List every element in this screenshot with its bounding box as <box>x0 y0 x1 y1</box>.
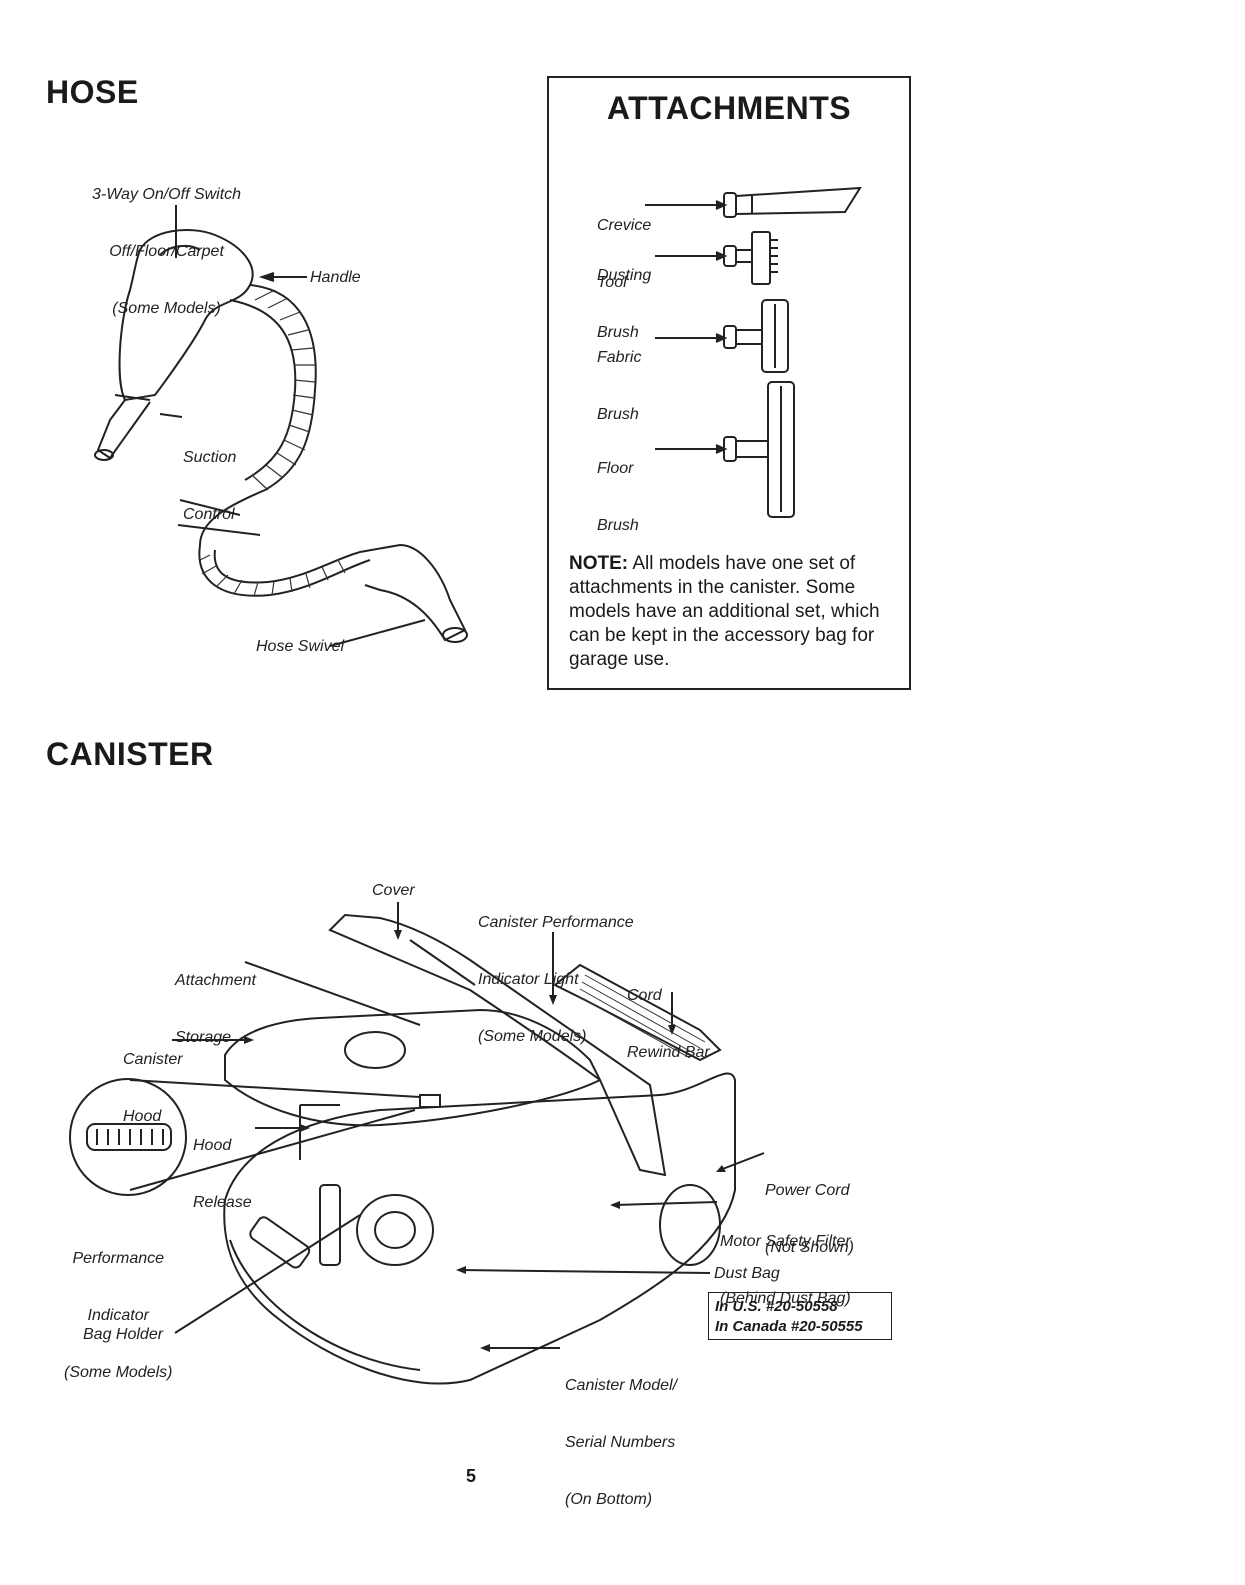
fabric-brush-label: Fabric Brush <box>597 349 642 423</box>
crevice-tool-label: Crevice Tool <box>597 217 652 291</box>
motor-filter-label: Motor Safety Filter (Behind Dust Bag) <box>720 1233 851 1307</box>
dusting-brush-icon <box>723 231 778 285</box>
fabric-brush-icon <box>723 299 789 373</box>
canister-hood-label: Canister Hood <box>123 1051 183 1125</box>
note-label: NOTE: <box>569 553 629 574</box>
dust-bag-label: Dust Bag <box>714 1265 780 1282</box>
cord-rewind-label: Cord Rewind Bar <box>627 987 710 1061</box>
hood-release-label: Hood Release <box>193 1137 252 1211</box>
attachments-heading: ATTACHMENTS <box>606 90 852 126</box>
page-number: 5 <box>466 1466 477 1486</box>
note-text: All models have one set of attachments i… <box>569 553 880 670</box>
attachment-storage-label: Attachment Storage <box>175 972 256 1046</box>
handle-label: Handle <box>310 269 361 286</box>
power-cord-label: Power Cord (Not Shown) <box>765 1182 854 1256</box>
dusting-brush-label: Dusting Brush <box>597 267 652 341</box>
dust-bag-part-numbers: In U.S. #20-50558 In Canada #20-50555 <box>708 1292 892 1340</box>
canister-heading: CANISTER <box>46 736 214 772</box>
attachments-note: NOTE: All models have one set of attachm… <box>569 552 899 672</box>
hose-heading: HOSE <box>46 74 139 110</box>
bag-holder-label: Bag Holder <box>83 1326 164 1343</box>
crevice-tool-icon <box>723 186 862 218</box>
hose-swivel-label: Hose Swivel <box>256 638 345 655</box>
serial-numbers-label: Canister Model/ Serial Numbers (On Botto… <box>565 1377 678 1508</box>
attachments-panel: ATTACHMENTS NOTE: All models have one se… <box>547 76 911 690</box>
cover-label: Cover <box>372 882 415 899</box>
floor-brush-label: Floor Brush <box>597 460 639 534</box>
suction-control-label: Suction Control <box>183 449 237 523</box>
floor-brush-icon <box>723 381 795 518</box>
performance-indicator-label: Performance Indicator (Some Models) <box>64 1250 173 1381</box>
